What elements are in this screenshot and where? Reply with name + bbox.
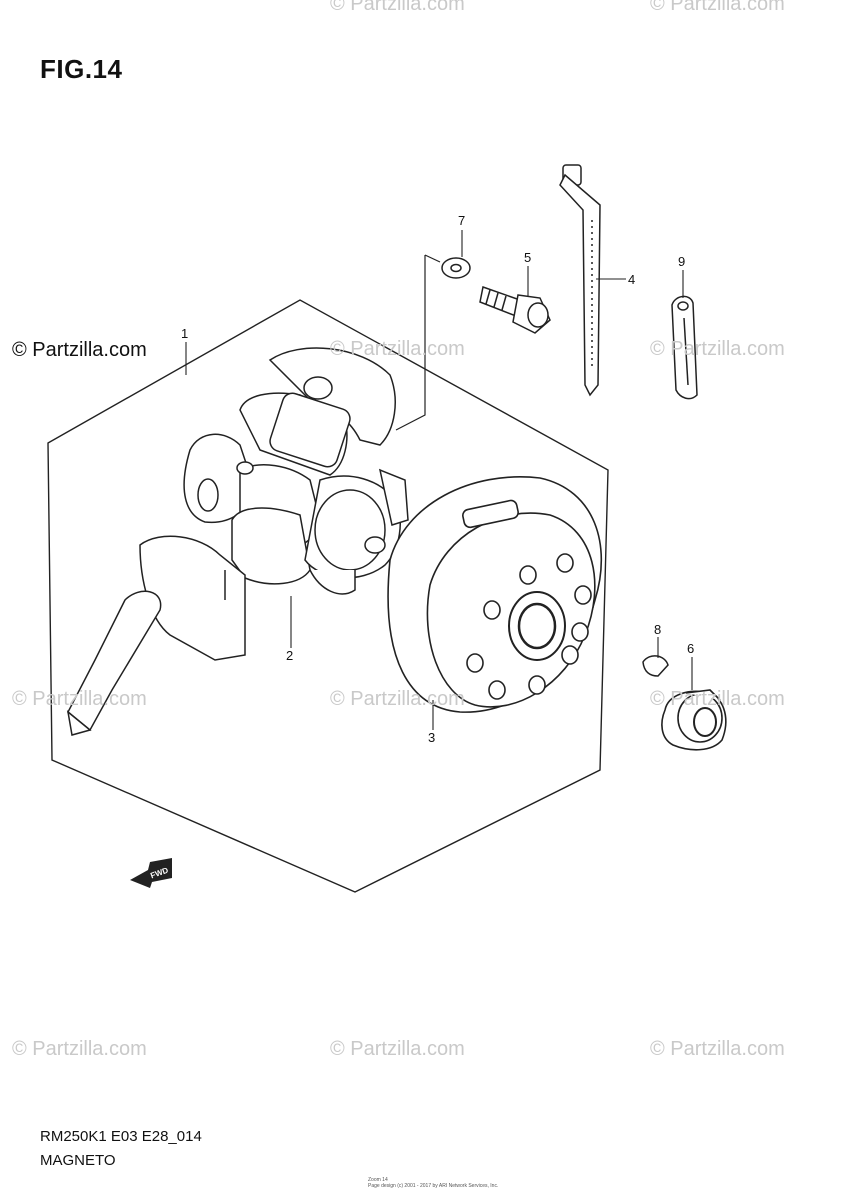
diagram-code: RM250K1 E03 E28_014 [40,1128,202,1145]
callout-8: 8 [654,622,662,637]
diagram-name: MAGNETO [40,1152,116,1169]
bolt [479,286,551,334]
copyright-note: Zoom 14 Page design (c) 2001 - 2017 by A… [368,1177,498,1189]
assembly-outline [47,299,609,893]
callout-4: 4 [628,272,636,287]
woodruff-key [642,655,669,677]
flange-nut [661,689,727,751]
watermark: © Partzilla.com [12,688,147,710]
stator [66,347,409,736]
watermark: © Partzilla.com [650,0,785,15]
watermark-main: © Partzilla.com [12,339,147,361]
fwd-arrow-icon: FWD [130,858,172,888]
callout-7: 7 [458,213,466,228]
copyright-line-1: Zoom 14 [368,1177,388,1183]
copyright-line-2: Page design (c) 2001 - 2017 by ARI Netwo… [368,1183,499,1189]
watermark: © Partzilla.com [650,338,785,360]
washer [441,257,471,279]
callout-1: 1 [181,326,189,341]
watermark: © Partzilla.com [330,338,465,360]
assembly-leader-break [395,255,426,431]
callout-3: 3 [428,730,436,745]
watermark: © Partzilla.com [12,1038,147,1060]
watermark: © Partzilla.com [330,1038,465,1060]
leader-lines [185,230,693,730]
callout-9: 9 [678,254,686,269]
callout-2: 2 [286,648,294,663]
watermark: © Partzilla.com [330,688,465,710]
callout-5: 5 [524,250,532,265]
callout-6: 6 [687,641,695,656]
assembly-leader-top [424,254,441,263]
cable-tie [559,164,601,397]
watermark: © Partzilla.com [650,1038,785,1060]
watermark: © Partzilla.com [330,0,465,15]
watermark: © Partzilla.com [650,688,785,710]
wire-clamp [671,295,698,400]
flywheel-rotor [387,476,603,713]
figure-title: FIG.14 [40,54,123,84]
